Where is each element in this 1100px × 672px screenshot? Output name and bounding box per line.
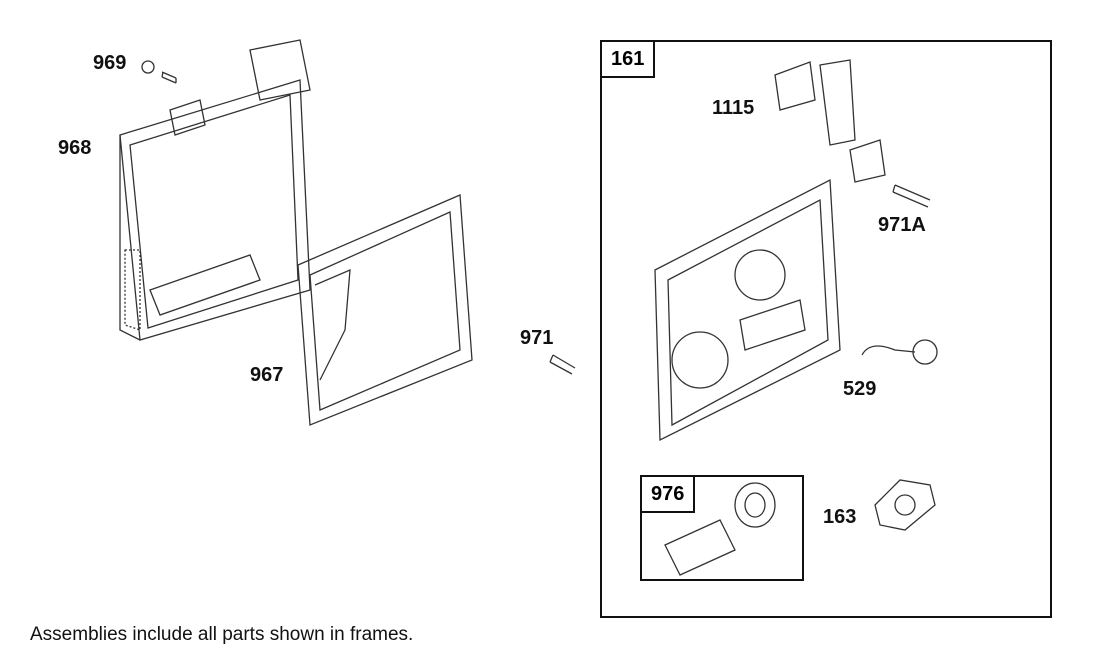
part-label-163: 163 (823, 506, 857, 528)
air-filter-drawing (297, 194, 473, 426)
part-label-968: 968 (58, 137, 92, 159)
assembly-frame-976: 976 (640, 475, 804, 581)
carburetor-drawing (654, 178, 841, 442)
gasket-163-drawing (874, 479, 936, 531)
part-label-971: 971 (520, 327, 554, 349)
part-976-drawing (664, 482, 776, 576)
part-label-971a: 971A (878, 214, 926, 236)
part-label-1115: 1115 (712, 97, 755, 119)
caption: Assemblies include all parts shown in fr… (30, 624, 414, 645)
screw-971-drawing (549, 354, 576, 375)
part-label-967: 967 (250, 364, 284, 386)
screw-969-drawing (141, 60, 177, 84)
part-label-529: 529 (843, 378, 877, 400)
screw-971a-drawing (892, 184, 931, 208)
part-label-969: 969 (93, 52, 127, 74)
assembly-tag-161: 161 (602, 42, 656, 78)
bracket-1115-drawing (774, 59, 886, 183)
air-cleaner-base-drawing (119, 39, 311, 341)
assembly-tag-976: 976 (642, 477, 696, 513)
assembly-frame-161: 161 (600, 40, 1052, 618)
part-529-drawing (861, 339, 938, 365)
